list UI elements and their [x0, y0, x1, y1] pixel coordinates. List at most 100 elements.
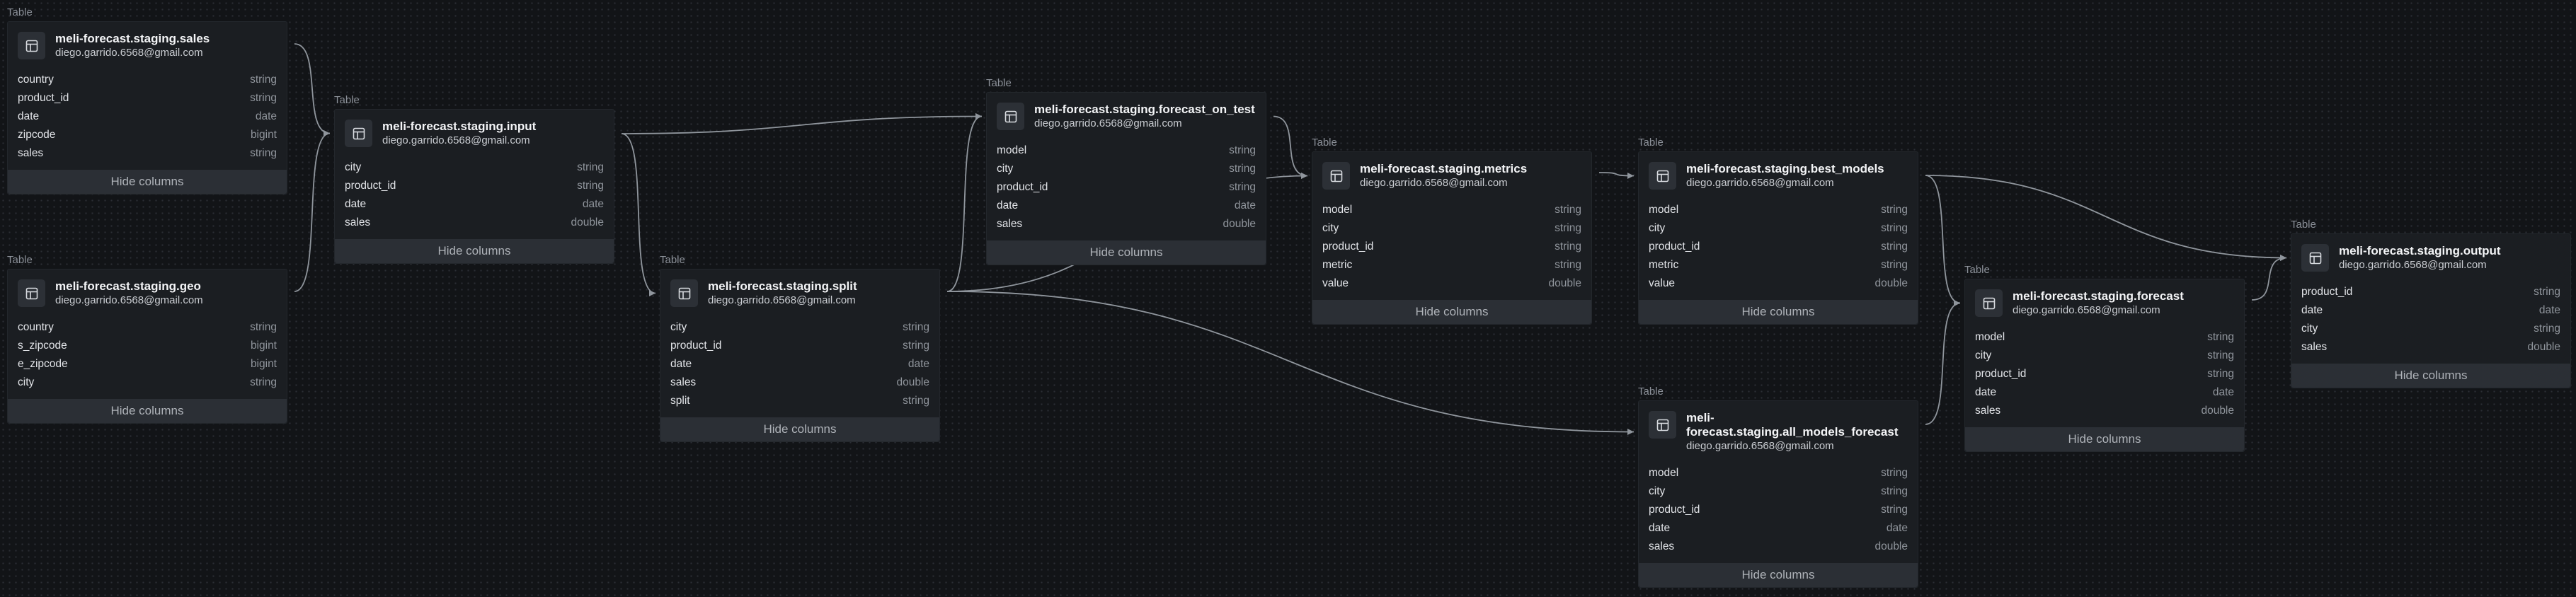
- column-name: city: [1322, 222, 1339, 234]
- column-type: string: [1881, 222, 1908, 234]
- column-type: date: [255, 110, 277, 122]
- column-name: sales: [2301, 341, 2328, 353]
- table-owner: diego.garrido.6568@gmail.com: [55, 47, 203, 59]
- hide-columns-button[interactable]: Hide columns: [660, 417, 939, 441]
- column-type: string: [1555, 259, 1581, 271]
- column-name: zipcode: [18, 129, 56, 141]
- column-name: product_id: [1649, 240, 1700, 253]
- column-name: sales: [18, 147, 44, 159]
- column-name: country: [18, 74, 54, 86]
- column-type: string: [250, 321, 277, 333]
- table-icon: [1975, 289, 2003, 317]
- hide-columns-button[interactable]: Hide columns: [1965, 427, 2244, 451]
- column-type: string: [1229, 144, 1256, 156]
- table-owner: diego.garrido.6568@gmail.com: [2013, 304, 2160, 316]
- column-type: double: [1874, 540, 1908, 552]
- table-title: meli-forecast.staging.geo: [55, 279, 201, 293]
- edge-geo-to-input: [294, 132, 331, 292]
- table-header[interactable]: meli-forecast.staging.all_models_forecas…: [1639, 401, 1918, 463]
- column-type: string: [1881, 240, 1908, 253]
- table-card[interactable]: meli-forecast.staging.all_models_forecas…: [1638, 400, 1918, 588]
- column-type: date: [1234, 199, 1256, 211]
- hide-columns-button[interactable]: Hide columns: [8, 399, 287, 423]
- hide-columns-button[interactable]: Hide columns: [1639, 300, 1918, 324]
- hide-columns-button[interactable]: Hide columns: [1639, 563, 1918, 587]
- column-type: string: [250, 74, 277, 86]
- table-owner: diego.garrido.6568@gmail.com: [1360, 177, 1508, 189]
- hide-columns-button[interactable]: Hide columns: [8, 170, 287, 194]
- column-type: double: [896, 376, 929, 388]
- column-type: double: [2527, 341, 2560, 353]
- node-type-label: Table: [334, 94, 360, 106]
- table-title: meli-forecast.staging.output: [2339, 244, 2501, 257]
- column-type: string: [2534, 323, 2560, 335]
- table-title: meli-forecast.staging.forecast_on_test: [1034, 103, 1255, 116]
- column-type: string: [1555, 204, 1581, 216]
- column-type: date: [1886, 522, 1908, 534]
- hide-columns-button[interactable]: Hide columns: [2291, 364, 2570, 388]
- table-owner: diego.garrido.6568@gmail.com: [1686, 177, 1834, 189]
- column-name: split: [670, 395, 690, 407]
- hide-columns-button[interactable]: Hide columns: [1312, 300, 1591, 324]
- edge-split-to-forecast-on-test: [946, 115, 983, 292]
- hide-columns-button[interactable]: Hide columns: [335, 239, 614, 263]
- column-name: product_id: [1322, 240, 1374, 253]
- column-name: city: [1975, 349, 1992, 361]
- column-type: string: [1881, 467, 1908, 479]
- node-type-label: Table: [986, 77, 1012, 89]
- column-name: product_id: [345, 180, 396, 192]
- column-type: string: [577, 161, 604, 173]
- column-name: metric: [1322, 259, 1353, 271]
- table-icon: [997, 103, 1024, 130]
- column-name: product_id: [670, 340, 722, 352]
- column-type: string: [1881, 504, 1908, 516]
- hide-columns-button[interactable]: Hide columns: [987, 240, 1266, 265]
- column-type: date: [582, 198, 604, 210]
- table-node-forecast-on-test[interactable]: Table meli-forecast.staging.forecast_on_t…: [986, 77, 1266, 265]
- edge-arrowhead: [649, 290, 656, 296]
- edge-best-models-to-output: [1925, 175, 2287, 259]
- column-row: sales double: [2301, 338, 2560, 357]
